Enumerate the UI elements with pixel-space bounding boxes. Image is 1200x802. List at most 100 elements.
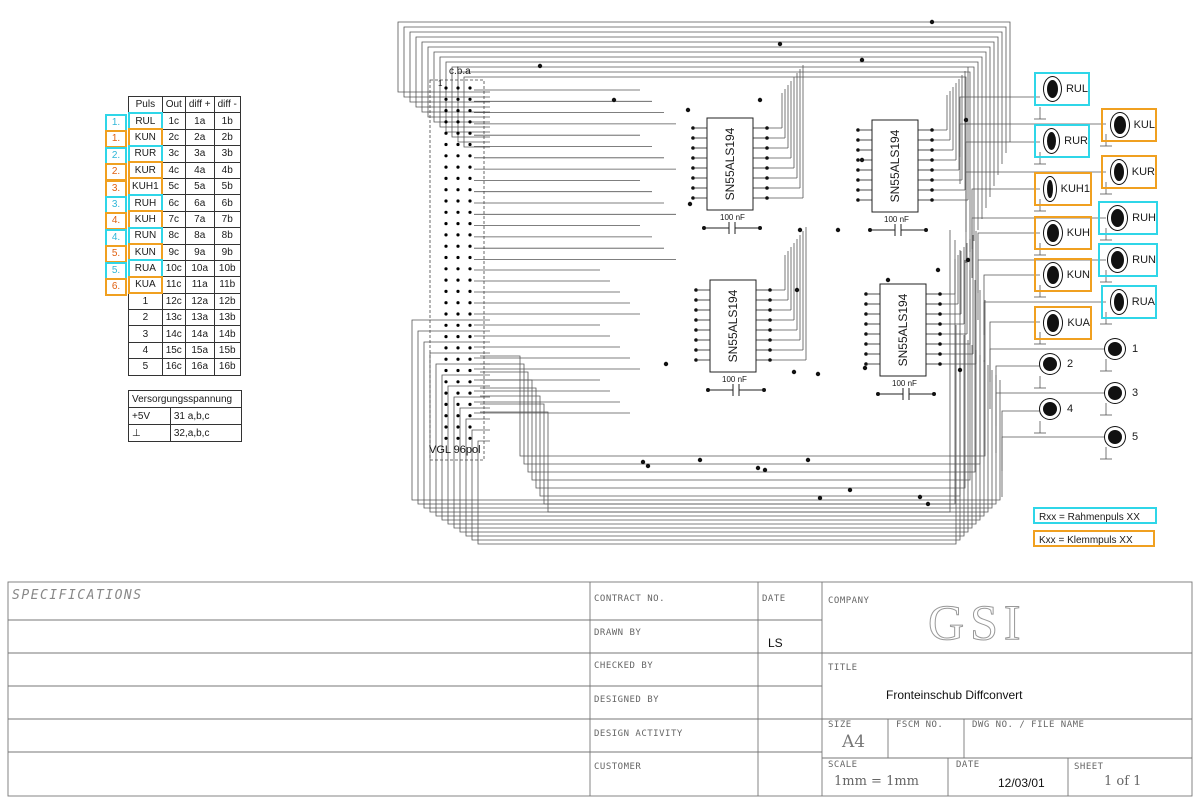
pin-puls-cell: 1 — [128, 292, 163, 311]
date-value: 12/03/01 — [998, 776, 1045, 790]
supply-symbol: +5V — [128, 407, 171, 425]
bnc-jack-icon — [1111, 251, 1125, 269]
pin-puls-cell: KUN — [127, 128, 164, 147]
pin-diff-minus-cell: 5b — [213, 177, 241, 196]
output-connector-rua: RUA — [1101, 285, 1157, 319]
output-connector-label: RUN — [1132, 254, 1156, 266]
pin-diff-minus-cell: 2b — [213, 128, 241, 147]
size-label: SIZE — [828, 720, 852, 730]
bnc-jack-1: 1 — [1108, 342, 1138, 356]
pin-puls-cell: 3 — [128, 325, 163, 343]
pin-diff-minus-cell: 7b — [213, 210, 241, 229]
pin-diff-minus-cell: 4b — [213, 161, 241, 179]
pin-diff-minus-cell: 8b — [213, 227, 241, 245]
pin-diff-plus-cell: 15a — [184, 341, 215, 360]
pin-diff-plus-cell: 5a — [184, 177, 215, 196]
output-connector-run: RUN — [1098, 243, 1158, 277]
pin-marker: 4. — [105, 228, 127, 247]
pin-diff-plus-cell: 7a — [184, 210, 215, 229]
ic-chip-1-body — [706, 117, 754, 211]
pin-diff-plus-cell: 1a — [184, 112, 215, 130]
pin-diff-plus-cell: 10a — [184, 259, 215, 278]
pin-diff-plus-cell: 14a — [184, 325, 215, 343]
capacitor-1-label: 100 nF — [720, 213, 745, 222]
pin-marker: 6. — [105, 278, 127, 296]
pin-out-cell: 16c — [161, 358, 186, 376]
pin-out-cell: 14c — [161, 325, 186, 343]
output-connector-rur: RUR — [1034, 124, 1090, 158]
col-header-puls: Puls — [128, 95, 163, 114]
pin-out-cell: 1c — [161, 112, 186, 130]
company-label: COMPANY — [828, 596, 870, 606]
pin-out-cell: 12c — [161, 292, 186, 311]
pin-diff-minus-cell: 9b — [213, 243, 241, 261]
pin-out-cell: 13c — [161, 309, 186, 327]
pin-diff-minus-cell: 12b — [213, 292, 241, 311]
pin-diff-minus-cell: 6b — [213, 194, 241, 212]
bnc-jack-icon — [1108, 430, 1122, 444]
date-label: DATE — [762, 594, 786, 604]
pin-marker: 2. — [105, 163, 127, 182]
output-connector-label: KUL — [1133, 119, 1155, 131]
pin-diff-plus-cell: 11a — [184, 276, 215, 294]
bnc-jack-icon — [1047, 180, 1053, 198]
col-header-out: Out — [161, 95, 186, 114]
date2-label: DATE — [956, 760, 980, 770]
pin-out-cell: 7c — [161, 210, 186, 229]
ic-chip-2-body — [871, 119, 919, 213]
output-connector-rul: RUL — [1034, 72, 1090, 106]
connector-label: VGL 96pol — [429, 444, 481, 456]
pin-diff-plus-cell: 6a — [184, 194, 215, 212]
supply-pins: 31 a,b,c — [169, 407, 243, 425]
design-activity-label: DESIGN ACTIVITY — [594, 729, 683, 739]
connector-pin1-label: 1 — [438, 79, 443, 88]
output-connector-kur: KUR — [1101, 155, 1157, 189]
pin-marker: 2. — [105, 146, 127, 165]
bnc-jack-4: 4 — [1043, 402, 1073, 416]
pin-puls-cell: RUR — [127, 144, 164, 164]
pin-marker: 4. — [105, 212, 127, 231]
supply-symbol: ⊥ — [128, 424, 171, 442]
ic-chip-4-label: SN55ALS194 — [896, 293, 910, 367]
pin-puls-cell: KUA — [127, 275, 164, 295]
pin-marker: 5. — [105, 245, 127, 264]
pin-diff-minus-cell: 13b — [213, 309, 241, 327]
bnc-jack-label: 5 — [1132, 431, 1139, 443]
output-connector-kuh: KUH — [1034, 216, 1092, 250]
ic-chip-3-label: SN55ALS194 — [726, 289, 740, 363]
pin-diff-minus-cell: 15b — [213, 341, 241, 360]
pin-out-cell: 15c — [161, 341, 186, 360]
ic-chip-4-body — [879, 283, 927, 377]
pin-marker: 3. — [105, 196, 127, 214]
pin-marker: 3. — [105, 179, 127, 198]
pin-marker: 5. — [105, 261, 127, 280]
pin-puls-cell: KUH — [127, 210, 164, 229]
pin-diff-minus-cell: 14b — [213, 325, 241, 343]
legend-kxx: Kxx = Klemmpuls XX — [1033, 530, 1155, 547]
output-connector-label: KUA — [1067, 317, 1090, 329]
pin-out-cell: 8c — [161, 227, 186, 245]
legend-rxx: Rxx = Rahmenpuls XX — [1033, 507, 1157, 524]
ic-chip-1-label: SN55ALS194 — [723, 127, 737, 201]
bnc-jack-icon — [1043, 402, 1057, 416]
scale-value: 1mm = 1mm — [834, 774, 920, 789]
bnc-jack-icon — [1114, 116, 1126, 134]
output-connector-label: KUR — [1131, 166, 1155, 178]
company-logo-text: GSI — [928, 594, 1027, 651]
output-connector-kun: KUN — [1034, 258, 1092, 292]
pin-out-cell: 9c — [161, 243, 186, 261]
bnc-jack-label: 1 — [1132, 343, 1139, 355]
dwg-label: DWG NO. / FILE NAME — [972, 720, 1085, 730]
bnc-jack-5: 5 — [1108, 430, 1138, 444]
capacitor-2-label: 100 nF — [884, 215, 909, 224]
bnc-jack-3: 3 — [1108, 386, 1138, 400]
